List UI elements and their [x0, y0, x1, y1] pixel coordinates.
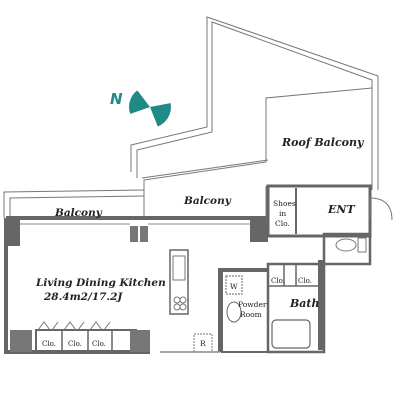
- fridge-label: R: [200, 339, 206, 348]
- closet-label-3: Clo.: [92, 340, 106, 348]
- balcony-right-label: Balcony: [183, 195, 232, 207]
- closet-label-2: Clo.: [68, 340, 82, 348]
- washer-label: W: [230, 282, 238, 291]
- roof-balcony-label: Roof Balcony: [281, 136, 365, 149]
- shoes-closet-label-2: in: [279, 209, 286, 218]
- entrance-door-swing: [369, 197, 393, 221]
- toilet-room: [322, 232, 372, 266]
- ldk-name-label: Living Dining Kitchen: [35, 277, 166, 289]
- pillar-left: [4, 218, 20, 246]
- shoes-closet-label-3: Clo.: [275, 219, 290, 228]
- compass-icon: [129, 85, 171, 129]
- balcony-left-label: Balcony: [54, 207, 103, 219]
- compass-north-label: N: [110, 90, 123, 108]
- closet-label-1: Clo.: [42, 340, 56, 348]
- powder-room-label-1: Powder: [238, 300, 267, 309]
- powder-room-label-2: Room: [240, 310, 262, 319]
- pillar-right: [250, 218, 268, 242]
- sash-post-left: [130, 226, 138, 242]
- roof-balcony-outline: [130, 16, 379, 190]
- bath-wall: [318, 260, 324, 350]
- closet-label-5: Clo.: [298, 277, 312, 285]
- entrance-label: ENT: [327, 203, 355, 216]
- kitchen-counter: [169, 249, 189, 315]
- closet-label-4: Clo.: [271, 277, 285, 285]
- ldk-size-label: 28.4m2/17.2J: [43, 291, 123, 303]
- sash-post-right: [140, 226, 148, 242]
- closet-row: [10, 321, 150, 353]
- shoes-closet-label-1: Shoes: [273, 199, 296, 208]
- bath-label: Bath: [289, 297, 320, 310]
- balcony-outline: [3, 186, 267, 218]
